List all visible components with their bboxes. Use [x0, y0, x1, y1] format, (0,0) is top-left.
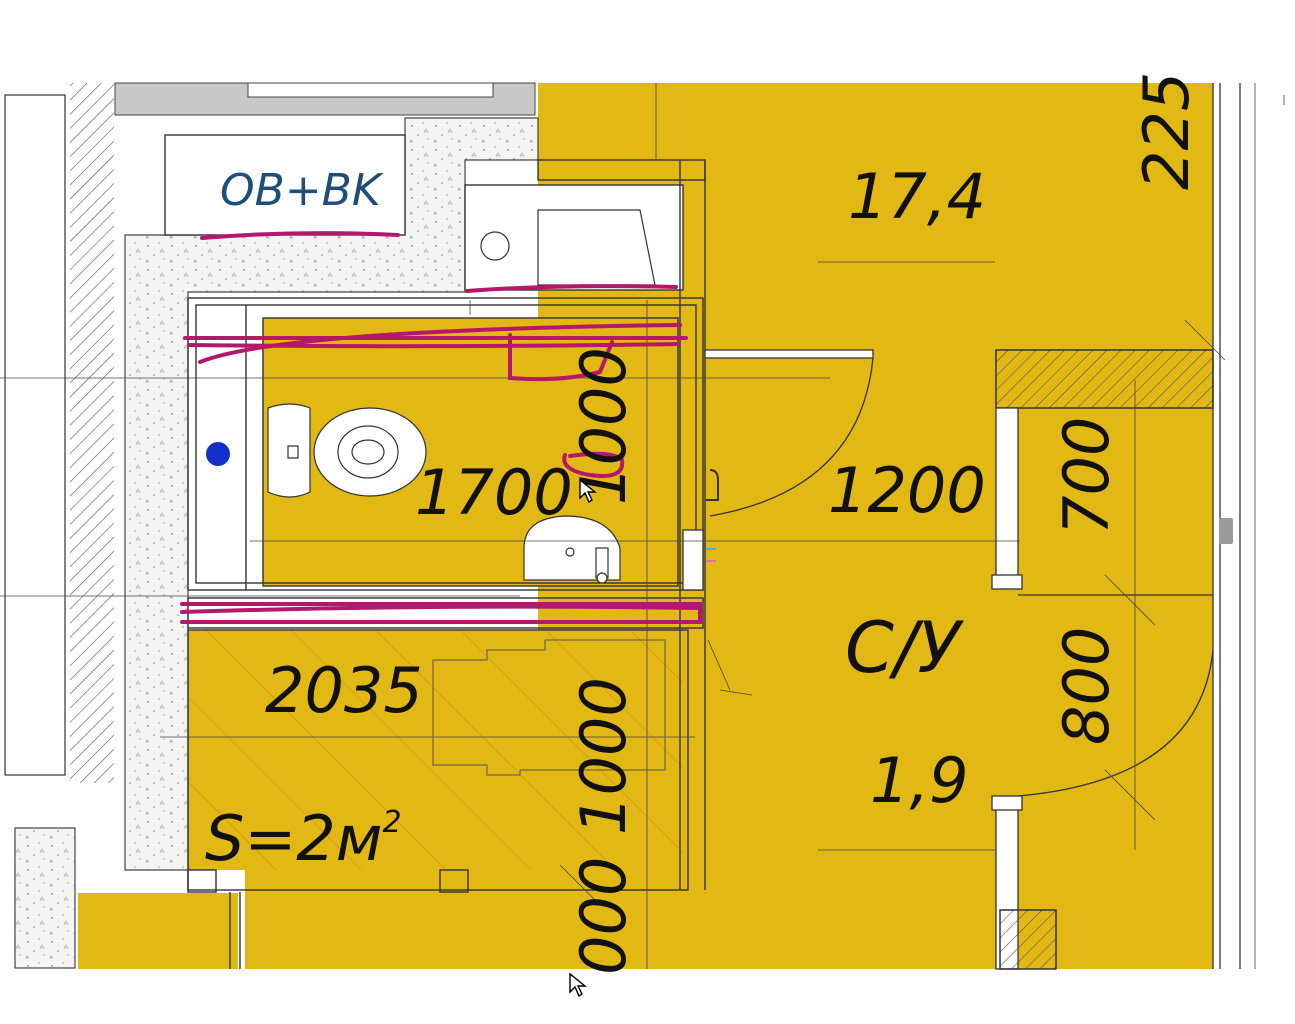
- left-window-block: [4, 94, 66, 776]
- scrollbar-thumb[interactable]: [1219, 518, 1233, 544]
- shaft-label: OB+BK: [220, 165, 384, 216]
- dimension-800: 800: [1050, 627, 1123, 745]
- doors-and-partitions: [682, 83, 1241, 970]
- wc-room-walls: [187, 159, 706, 969]
- dimension-1200: 1200: [828, 454, 986, 527]
- area-label-top: 17,4: [848, 160, 986, 233]
- dimension-1000-wc: 1000: [567, 347, 640, 505]
- hatched-wall-left: [70, 83, 114, 783]
- dimension-lines: [0, 83, 1285, 969]
- blue-circle-icon: [206, 442, 230, 466]
- arrow-cursor-icon: [569, 972, 587, 998]
- dimension-bottom: 000: [567, 857, 640, 975]
- sink-fixture: [523, 515, 621, 584]
- area-formula: S=2м2: [205, 802, 402, 875]
- stair-outline: [432, 639, 666, 776]
- shaft-box: [164, 134, 406, 236]
- dimension-225: 225: [1130, 72, 1203, 190]
- area-label-su: 1,9: [870, 744, 969, 817]
- dimension-1700: 1700: [415, 456, 573, 529]
- room-name-label: С/У: [845, 607, 964, 689]
- markup-strokes: [180, 231, 702, 624]
- toilet-fixture: [267, 403, 427, 498]
- dimension-700: 700: [1050, 417, 1123, 535]
- arrow-cursor-icon: [579, 478, 597, 504]
- dimension-2035: 2035: [265, 654, 423, 727]
- dimension-1000-lower: 1000: [567, 677, 640, 835]
